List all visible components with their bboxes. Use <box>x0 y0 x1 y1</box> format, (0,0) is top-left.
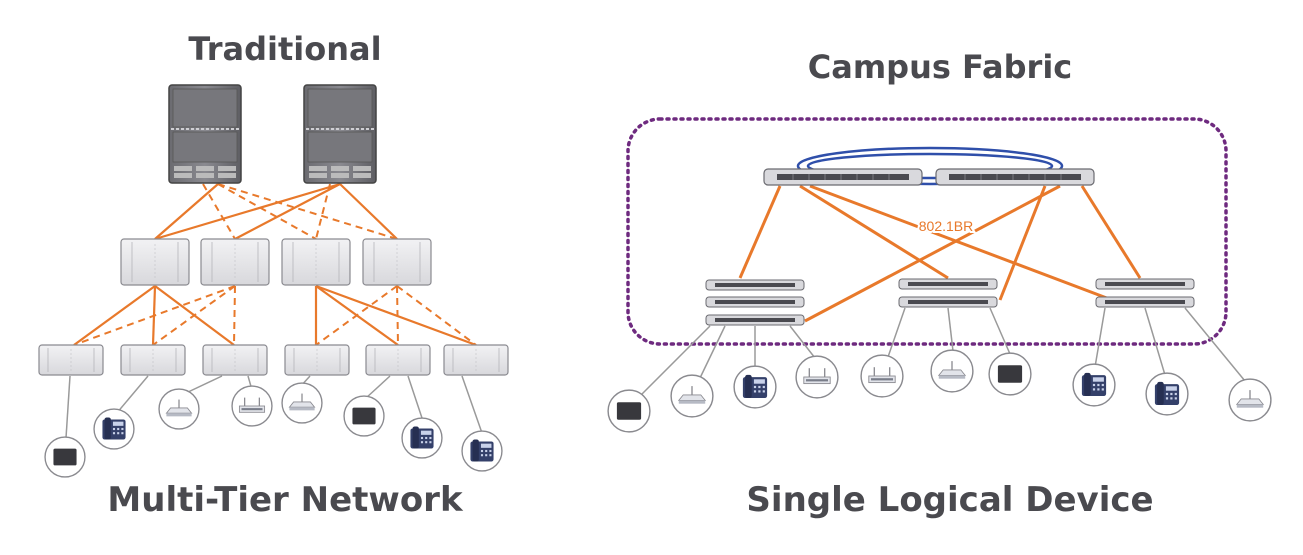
access-switch-3 <box>202 344 268 376</box>
wireless-ap-icon <box>930 349 974 393</box>
ip-phone-icon <box>1072 363 1116 407</box>
single-logical-device-caption: Single Logical Device <box>746 480 1154 520</box>
access-switch-1 <box>38 344 104 376</box>
ip-phone-icon <box>733 365 777 409</box>
laptop-icon <box>988 352 1032 396</box>
access-stack-3 <box>1095 278 1195 308</box>
ip-phone-icon <box>401 417 443 459</box>
campus-fabric-title: Campus Fabric <box>807 48 1073 86</box>
aggregation-switch-2 <box>200 238 270 286</box>
spine-switch-1 <box>763 168 923 186</box>
router-icon <box>795 355 839 399</box>
laptop-icon <box>343 395 385 437</box>
router-icon <box>231 385 273 427</box>
core-chassis-1 <box>168 84 242 184</box>
traditional-links <box>65 182 483 439</box>
laptop-icon <box>44 436 86 478</box>
access-switch-6 <box>443 344 509 376</box>
aggregation-switch-1 <box>120 238 190 286</box>
link-label-802-1br: 802.1BR <box>919 218 973 234</box>
ip-phone-icon <box>1145 372 1189 416</box>
ip-phone-icon <box>461 430 503 472</box>
access-switch-5 <box>365 344 431 376</box>
access-switch-4 <box>284 344 350 376</box>
access-switch-2 <box>120 344 186 376</box>
access-stack-1 <box>705 279 805 326</box>
aggregation-switch-3 <box>281 238 351 286</box>
wireless-ap-icon <box>1228 378 1272 422</box>
wireless-ap-icon <box>281 382 323 424</box>
laptop-icon <box>607 389 651 433</box>
wireless-ap-icon <box>158 388 200 430</box>
fabric-boundary <box>626 117 1228 346</box>
fabric-endpoint-links <box>639 307 1246 397</box>
fabric-orange-links <box>738 184 1142 323</box>
core-chassis-2 <box>303 84 377 184</box>
traditional-title: Traditional <box>188 30 382 68</box>
router-icon <box>860 354 904 398</box>
ip-phone-icon <box>93 408 135 450</box>
wireless-ap-icon <box>670 374 714 418</box>
fabric-ring <box>796 146 1064 186</box>
access-stack-2 <box>898 278 998 308</box>
aggregation-switch-4 <box>362 238 432 286</box>
multi-tier-network-caption: Multi-Tier Network <box>107 480 463 520</box>
spine-switch-2 <box>935 168 1095 186</box>
